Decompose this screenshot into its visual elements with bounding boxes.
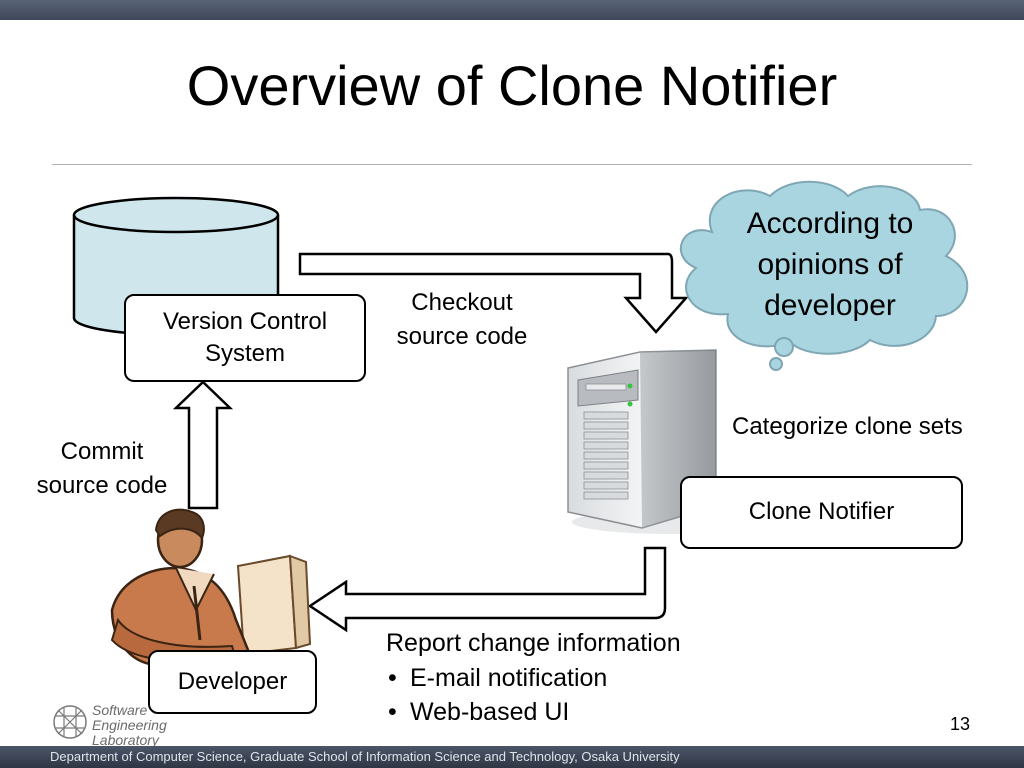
report-heading: Report change information bbox=[386, 629, 681, 657]
commit-label-line1: Commit bbox=[60, 438, 144, 465]
report-arrow bbox=[307, 546, 667, 633]
page-number: 13 bbox=[949, 714, 971, 734]
report-label: Report change information E-mail notific… bbox=[386, 626, 681, 730]
report-list: E-mail notification Web-based UI bbox=[386, 661, 681, 730]
clone-notifier-label: Clone Notifier bbox=[748, 498, 895, 526]
software-lab-logo-icon bbox=[53, 705, 87, 739]
vcs-node: Version Control System bbox=[124, 294, 366, 382]
checkout-label-line2: source code bbox=[396, 322, 528, 350]
logo-line2: Engineering bbox=[92, 717, 167, 733]
clone-notifier-node: Clone Notifier bbox=[680, 476, 963, 549]
footer-band: Department of Computer Science, Graduate… bbox=[0, 746, 1024, 768]
title-divider bbox=[52, 164, 972, 165]
commit-label-line2: source code bbox=[36, 471, 168, 499]
cloud-line3: developer bbox=[764, 288, 896, 322]
report-item-web-ui: Web-based UI bbox=[386, 695, 681, 730]
cloud-text: According to opinions of developer bbox=[712, 204, 948, 326]
footer-text: Department of Computer Science, Graduate… bbox=[50, 749, 680, 764]
slide-title: Overview of Clone Notifier bbox=[186, 54, 838, 117]
developer-label: Developer bbox=[177, 667, 288, 695]
lab-logo-text: Software Engineering Laboratory bbox=[92, 703, 167, 748]
commit-label: Commit source code bbox=[16, 435, 188, 502]
vcs-label-line2: System bbox=[204, 340, 285, 367]
logo-line1: Software bbox=[92, 702, 148, 718]
header-band bbox=[0, 0, 1024, 20]
vcs-label-line1: Version Control bbox=[162, 307, 328, 335]
checkout-label: Checkout source code bbox=[372, 286, 552, 353]
developer-person-icon bbox=[110, 508, 312, 666]
developer-node: Developer bbox=[148, 650, 317, 714]
commit-arrow bbox=[172, 380, 234, 510]
categorize-label: Categorize clone sets bbox=[732, 413, 963, 440]
cloud-line2: opinions of bbox=[757, 247, 903, 281]
logo-line3: Laboratory bbox=[92, 732, 159, 748]
cloud-line1: According to bbox=[746, 207, 914, 240]
report-item-email: E-mail notification bbox=[386, 661, 681, 696]
thought-cloud-icon bbox=[679, 180, 969, 371]
checkout-label-line1: Checkout bbox=[411, 289, 513, 316]
checkout-arrow bbox=[298, 252, 689, 334]
